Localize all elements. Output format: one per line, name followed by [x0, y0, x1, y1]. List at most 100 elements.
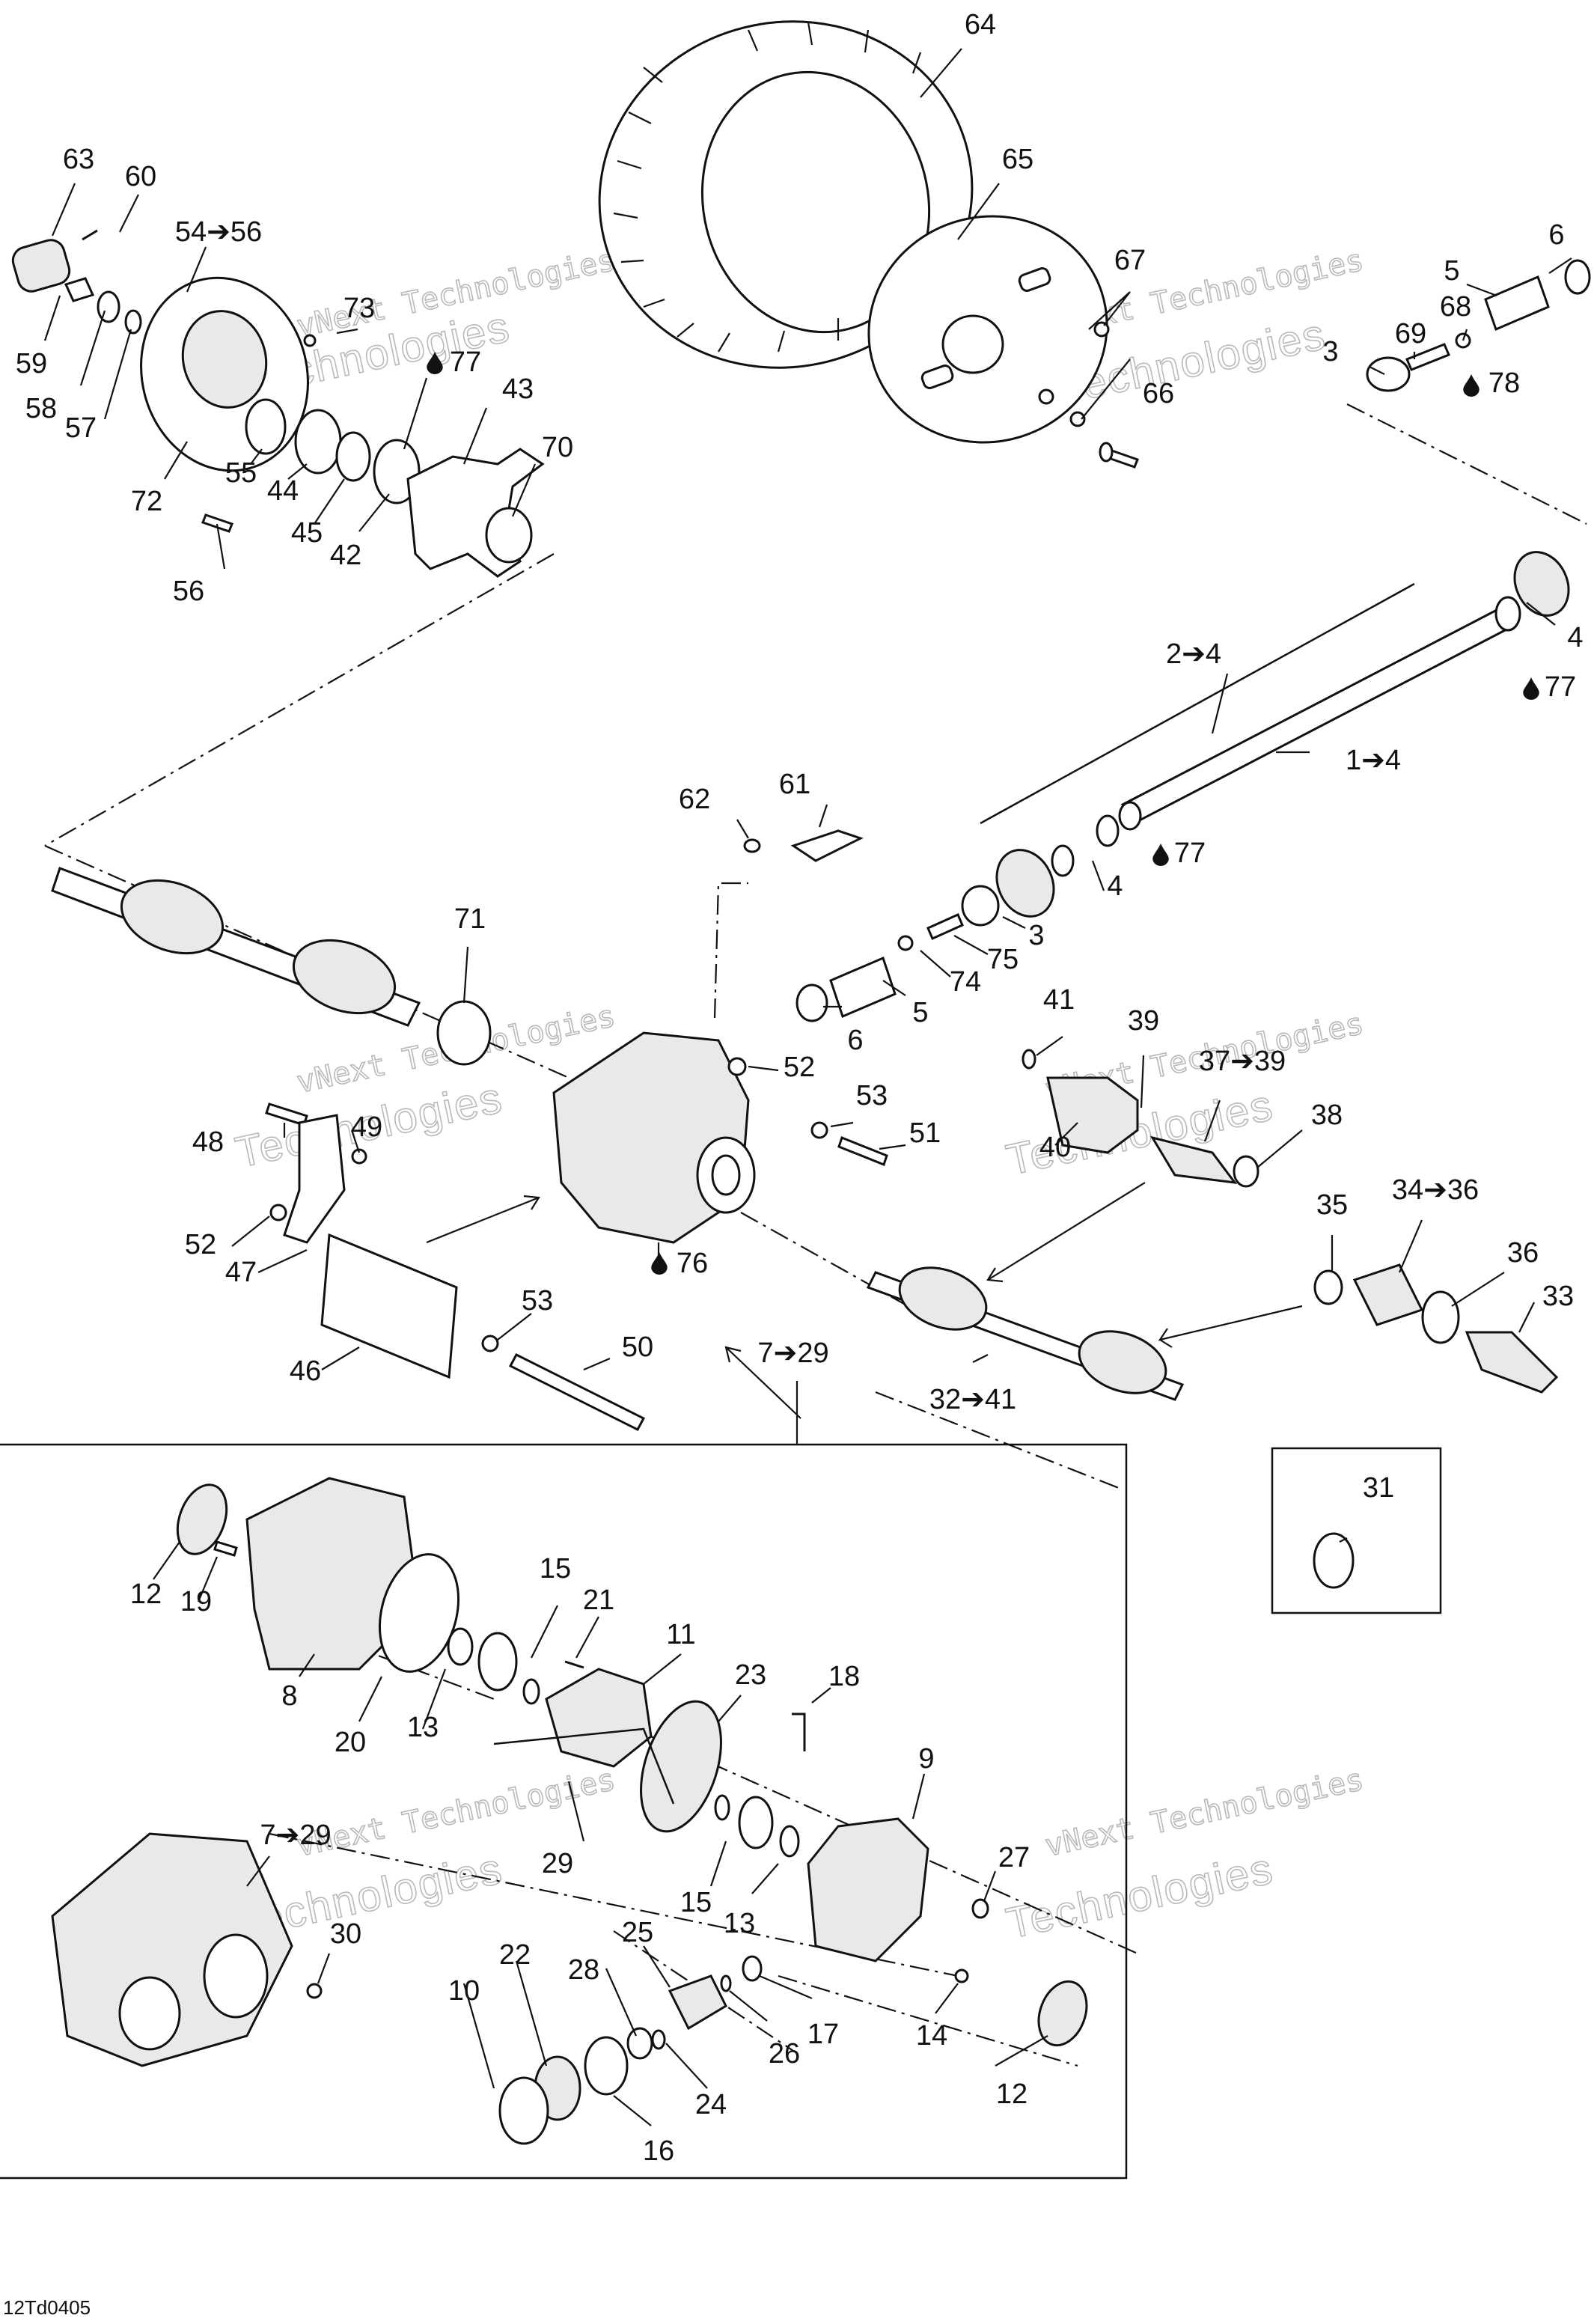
callout-55: 55: [225, 457, 257, 489]
washer-53: [481, 1335, 499, 1352]
washer-53: [810, 1121, 828, 1139]
callout-20: 20: [335, 1727, 366, 1758]
bolt-75: [926, 913, 964, 940]
callout-1-4: 1➔4: [1346, 745, 1401, 776]
callout-45: 45: [291, 517, 323, 549]
clamp-36: [1421, 1290, 1460, 1344]
callout-73: 73: [343, 293, 375, 324]
watermark-text: Technologies: [1002, 1844, 1277, 1948]
callout-41: 41: [1043, 984, 1075, 1016]
differential-detail-box: [0, 1381, 1128, 2180]
callout-labels: 64 65 63 60 54➔56 73 77 43 70 59 58 57 7…: [16, 9, 1584, 2167]
callout-62: 62: [679, 784, 710, 815]
vent-tube-18: [792, 1712, 806, 1751]
washer-58: [97, 290, 120, 323]
callout-18: 18: [828, 1661, 860, 1692]
cap-63: [11, 239, 71, 293]
seal-71: [436, 1000, 492, 1066]
callout-2-4: 2➔4: [1166, 638, 1221, 670]
callout-32-41: 32➔41: [929, 1384, 1016, 1415]
callout-72: 72: [131, 486, 162, 517]
callout-56: 56: [173, 576, 204, 607]
callout-67: 67: [1114, 245, 1146, 276]
ring-28: [626, 2027, 653, 2060]
nut-17: [742, 1955, 763, 1982]
callout-75: 75: [987, 944, 1019, 975]
callout-66: 66: [1143, 378, 1174, 409]
ring-gear-23: [640, 1700, 722, 1833]
seal-70: [485, 507, 533, 564]
hub-54: [181, 310, 268, 409]
callout-7-29: 7➔29: [757, 1338, 828, 1369]
callout-31: 31: [1363, 1472, 1394, 1504]
callout-48: 48: [192, 1126, 224, 1158]
callout-12: 12: [130, 1579, 162, 1610]
nut-59: [64, 277, 95, 302]
callout-19: 19: [180, 1586, 212, 1617]
screw-73: [303, 334, 317, 347]
callout-51: 51: [909, 1117, 941, 1149]
callout-36: 36: [1507, 1237, 1539, 1269]
callout-68: 68: [1440, 291, 1471, 323]
boot-37: [1149, 1135, 1238, 1184]
callout-15: 15: [540, 1553, 571, 1585]
bolt-56: [201, 513, 233, 533]
callout-52: 52: [185, 1229, 216, 1260]
cotter-pin-60: [82, 229, 98, 241]
bearing-15: [738, 1796, 774, 1849]
callout-58: 58: [25, 393, 57, 424]
pinion-25: [668, 1974, 727, 2031]
callout-26: 26: [769, 2038, 800, 2070]
ring-45: [335, 431, 371, 482]
cap-6: [796, 983, 828, 1022]
callout-43: 43: [502, 373, 534, 405]
callout-47: 47: [225, 1257, 257, 1288]
shim-31: [1313, 1532, 1355, 1589]
callout-69: 69: [1395, 318, 1426, 350]
callout-25: 25: [622, 1917, 653, 1948]
housing-39: [1046, 1076, 1139, 1154]
clamp-3: [1366, 356, 1411, 392]
bracket-47: [283, 1114, 346, 1244]
callout-52: 52: [784, 1052, 815, 1083]
callout-11: 11: [666, 1619, 695, 1650]
callout-49: 49: [351, 1111, 382, 1143]
bolt-30: [306, 1983, 323, 1999]
bearing-15: [477, 1632, 518, 1692]
wheel-stud-66: [1099, 442, 1139, 469]
callout-53: 53: [522, 1285, 553, 1317]
screw-14: [954, 1968, 969, 1983]
drive-shaft-end: [1366, 259, 1591, 392]
diff-output: [118, 1976, 181, 2051]
callout-64: 64: [965, 9, 996, 40]
oil-drop-icon: [651, 1252, 668, 1275]
oil-drop-icon: [1523, 677, 1539, 700]
seal-12: [176, 1483, 228, 1555]
assembly-axis-lines: [44, 403, 1587, 2067]
callout-65: 65: [1002, 144, 1033, 175]
plug-27: [971, 1898, 989, 1919]
coupler-5: [1484, 275, 1550, 332]
diff-output: [203, 1933, 269, 2019]
cv-joint-group: [866, 1049, 1559, 1401]
coupler-5: [829, 956, 897, 1019]
seal-13: [779, 1825, 800, 1858]
seal-12: [1037, 1980, 1088, 2047]
boot-34: [1352, 1263, 1424, 1326]
callout-63: 63: [63, 144, 94, 175]
callout-14: 14: [916, 2020, 947, 2052]
callout-16: 16: [643, 2135, 674, 2167]
carrier-11: [545, 1668, 653, 1768]
callout-13: 13: [407, 1712, 439, 1743]
clamp-38: [1233, 1155, 1259, 1188]
callout-4: 4: [1107, 870, 1123, 902]
clamp-4: [1051, 844, 1075, 877]
inset-box-31: [1271, 1447, 1442, 1614]
tire-64: [598, 20, 974, 369]
callout-33: 33: [1542, 1281, 1574, 1312]
callout-6: 6: [1548, 219, 1564, 251]
shim-15: [522, 1678, 540, 1705]
rim-65: [867, 215, 1108, 444]
callout-34-36: 34➔36: [1392, 1174, 1479, 1206]
callout-60: 60: [125, 161, 156, 192]
